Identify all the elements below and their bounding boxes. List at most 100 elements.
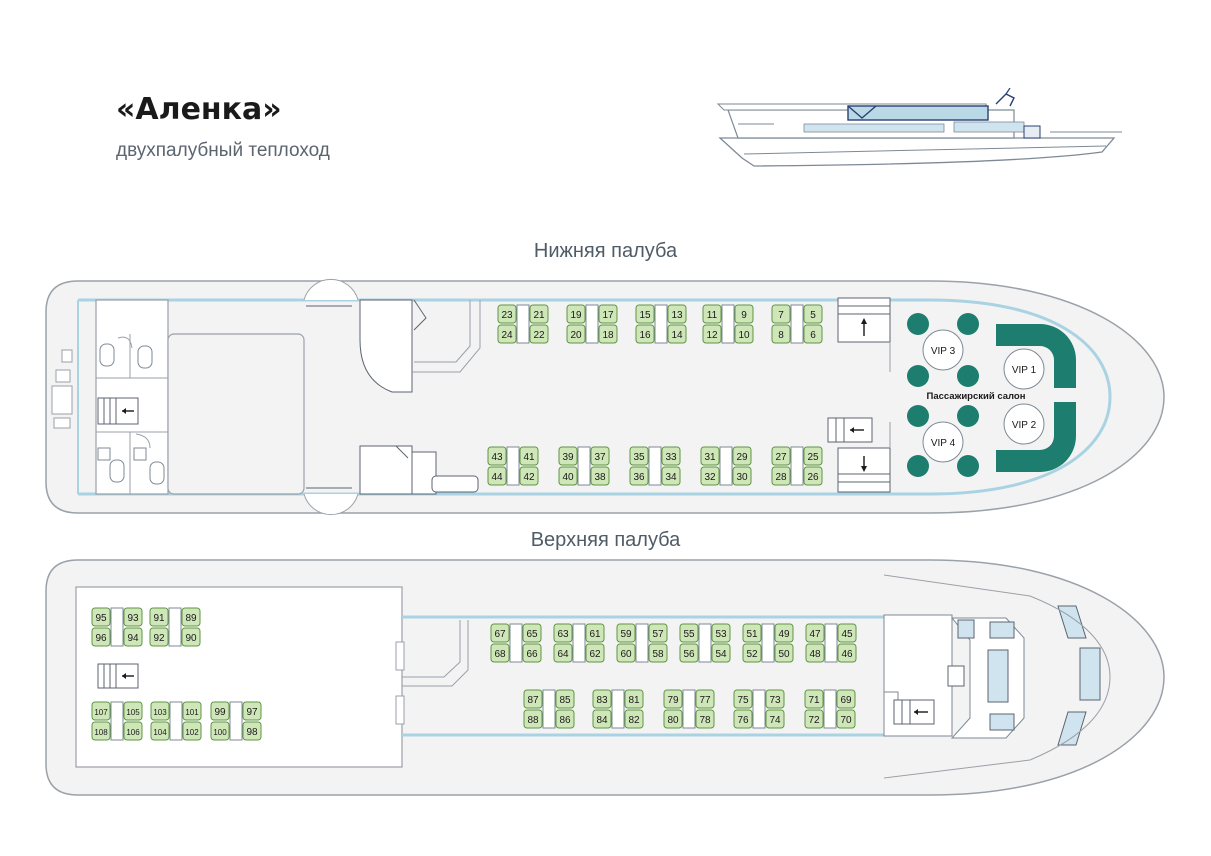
seat[interactable]	[590, 466, 610, 486]
seat[interactable]	[590, 446, 610, 466]
seat[interactable]	[242, 701, 262, 721]
seat[interactable]	[803, 446, 823, 466]
seat[interactable]	[487, 466, 507, 486]
seat[interactable]	[732, 466, 752, 486]
seat[interactable]	[553, 643, 573, 663]
seat[interactable]	[700, 466, 720, 486]
seat[interactable]	[837, 623, 857, 643]
seat[interactable]	[765, 709, 785, 729]
seat[interactable]	[490, 643, 510, 663]
seat[interactable]	[123, 607, 143, 627]
seat[interactable]	[804, 709, 824, 729]
seat[interactable]	[695, 709, 715, 729]
seat[interactable]	[771, 446, 791, 466]
seat[interactable]	[553, 623, 573, 643]
seat[interactable]	[123, 701, 143, 721]
seat[interactable]	[771, 324, 791, 344]
seat[interactable]	[661, 446, 681, 466]
seat[interactable]	[487, 446, 507, 466]
seat[interactable]	[695, 689, 715, 709]
seat[interactable]	[734, 304, 754, 324]
seat[interactable]	[242, 721, 262, 741]
seat[interactable]	[91, 607, 111, 627]
seat[interactable]	[598, 324, 618, 344]
seat[interactable]	[566, 304, 586, 324]
seat[interactable]	[663, 709, 683, 729]
seat[interactable]	[702, 324, 722, 344]
seat[interactable]	[771, 466, 791, 486]
seat[interactable]	[592, 689, 612, 709]
seat[interactable]	[679, 623, 699, 643]
seat[interactable]	[711, 623, 731, 643]
seat[interactable]	[123, 721, 143, 741]
seat[interactable]	[566, 324, 586, 344]
seat[interactable]	[742, 643, 762, 663]
seat[interactable]	[181, 607, 201, 627]
seat[interactable]	[803, 324, 823, 344]
seat[interactable]	[592, 709, 612, 729]
seat[interactable]	[149, 627, 169, 647]
seat[interactable]	[667, 324, 687, 344]
seat[interactable]	[803, 304, 823, 324]
seat[interactable]	[711, 643, 731, 663]
seat[interactable]	[558, 446, 578, 466]
seat[interactable]	[522, 623, 542, 643]
seat[interactable]	[648, 643, 668, 663]
seat[interactable]	[616, 643, 636, 663]
seat[interactable]	[522, 643, 542, 663]
seat[interactable]	[210, 701, 230, 721]
seat[interactable]	[774, 643, 794, 663]
seat[interactable]	[598, 304, 618, 324]
seat[interactable]	[661, 466, 681, 486]
seat[interactable]	[804, 689, 824, 709]
seat[interactable]	[624, 689, 644, 709]
seat[interactable]	[702, 304, 722, 324]
seat[interactable]	[700, 446, 720, 466]
seat[interactable]	[624, 709, 644, 729]
seat[interactable]	[150, 701, 170, 721]
seat[interactable]	[635, 324, 655, 344]
seat[interactable]	[635, 304, 655, 324]
seat[interactable]	[629, 466, 649, 486]
seat[interactable]	[733, 709, 753, 729]
seat[interactable]	[629, 446, 649, 466]
seat[interactable]	[523, 689, 543, 709]
seat[interactable]	[497, 324, 517, 344]
seat[interactable]	[529, 304, 549, 324]
seat[interactable]	[555, 709, 575, 729]
seat[interactable]	[585, 623, 605, 643]
seat[interactable]	[837, 643, 857, 663]
seat[interactable]	[803, 466, 823, 486]
seat[interactable]	[742, 623, 762, 643]
seat[interactable]	[771, 304, 791, 324]
seat[interactable]	[523, 709, 543, 729]
seat[interactable]	[663, 689, 683, 709]
seat[interactable]	[91, 701, 111, 721]
seat[interactable]	[519, 446, 539, 466]
seat[interactable]	[667, 304, 687, 324]
seat[interactable]	[91, 627, 111, 647]
seat[interactable]	[182, 701, 202, 721]
seat[interactable]	[836, 709, 856, 729]
seat[interactable]	[805, 623, 825, 643]
seat[interactable]	[149, 607, 169, 627]
seat[interactable]	[616, 623, 636, 643]
seat[interactable]	[765, 689, 785, 709]
seat[interactable]	[123, 627, 143, 647]
seat[interactable]	[805, 643, 825, 663]
seat[interactable]	[529, 324, 549, 344]
seat[interactable]	[648, 623, 668, 643]
seat[interactable]	[181, 627, 201, 647]
seat[interactable]	[558, 466, 578, 486]
seat[interactable]	[734, 324, 754, 344]
seat[interactable]	[836, 689, 856, 709]
seat[interactable]	[497, 304, 517, 324]
seat[interactable]	[585, 643, 605, 663]
seat[interactable]	[519, 466, 539, 486]
seat[interactable]	[182, 721, 202, 741]
seat[interactable]	[733, 689, 753, 709]
seat[interactable]	[555, 689, 575, 709]
seat[interactable]	[91, 721, 111, 741]
seat[interactable]	[774, 623, 794, 643]
seat[interactable]	[210, 721, 230, 741]
